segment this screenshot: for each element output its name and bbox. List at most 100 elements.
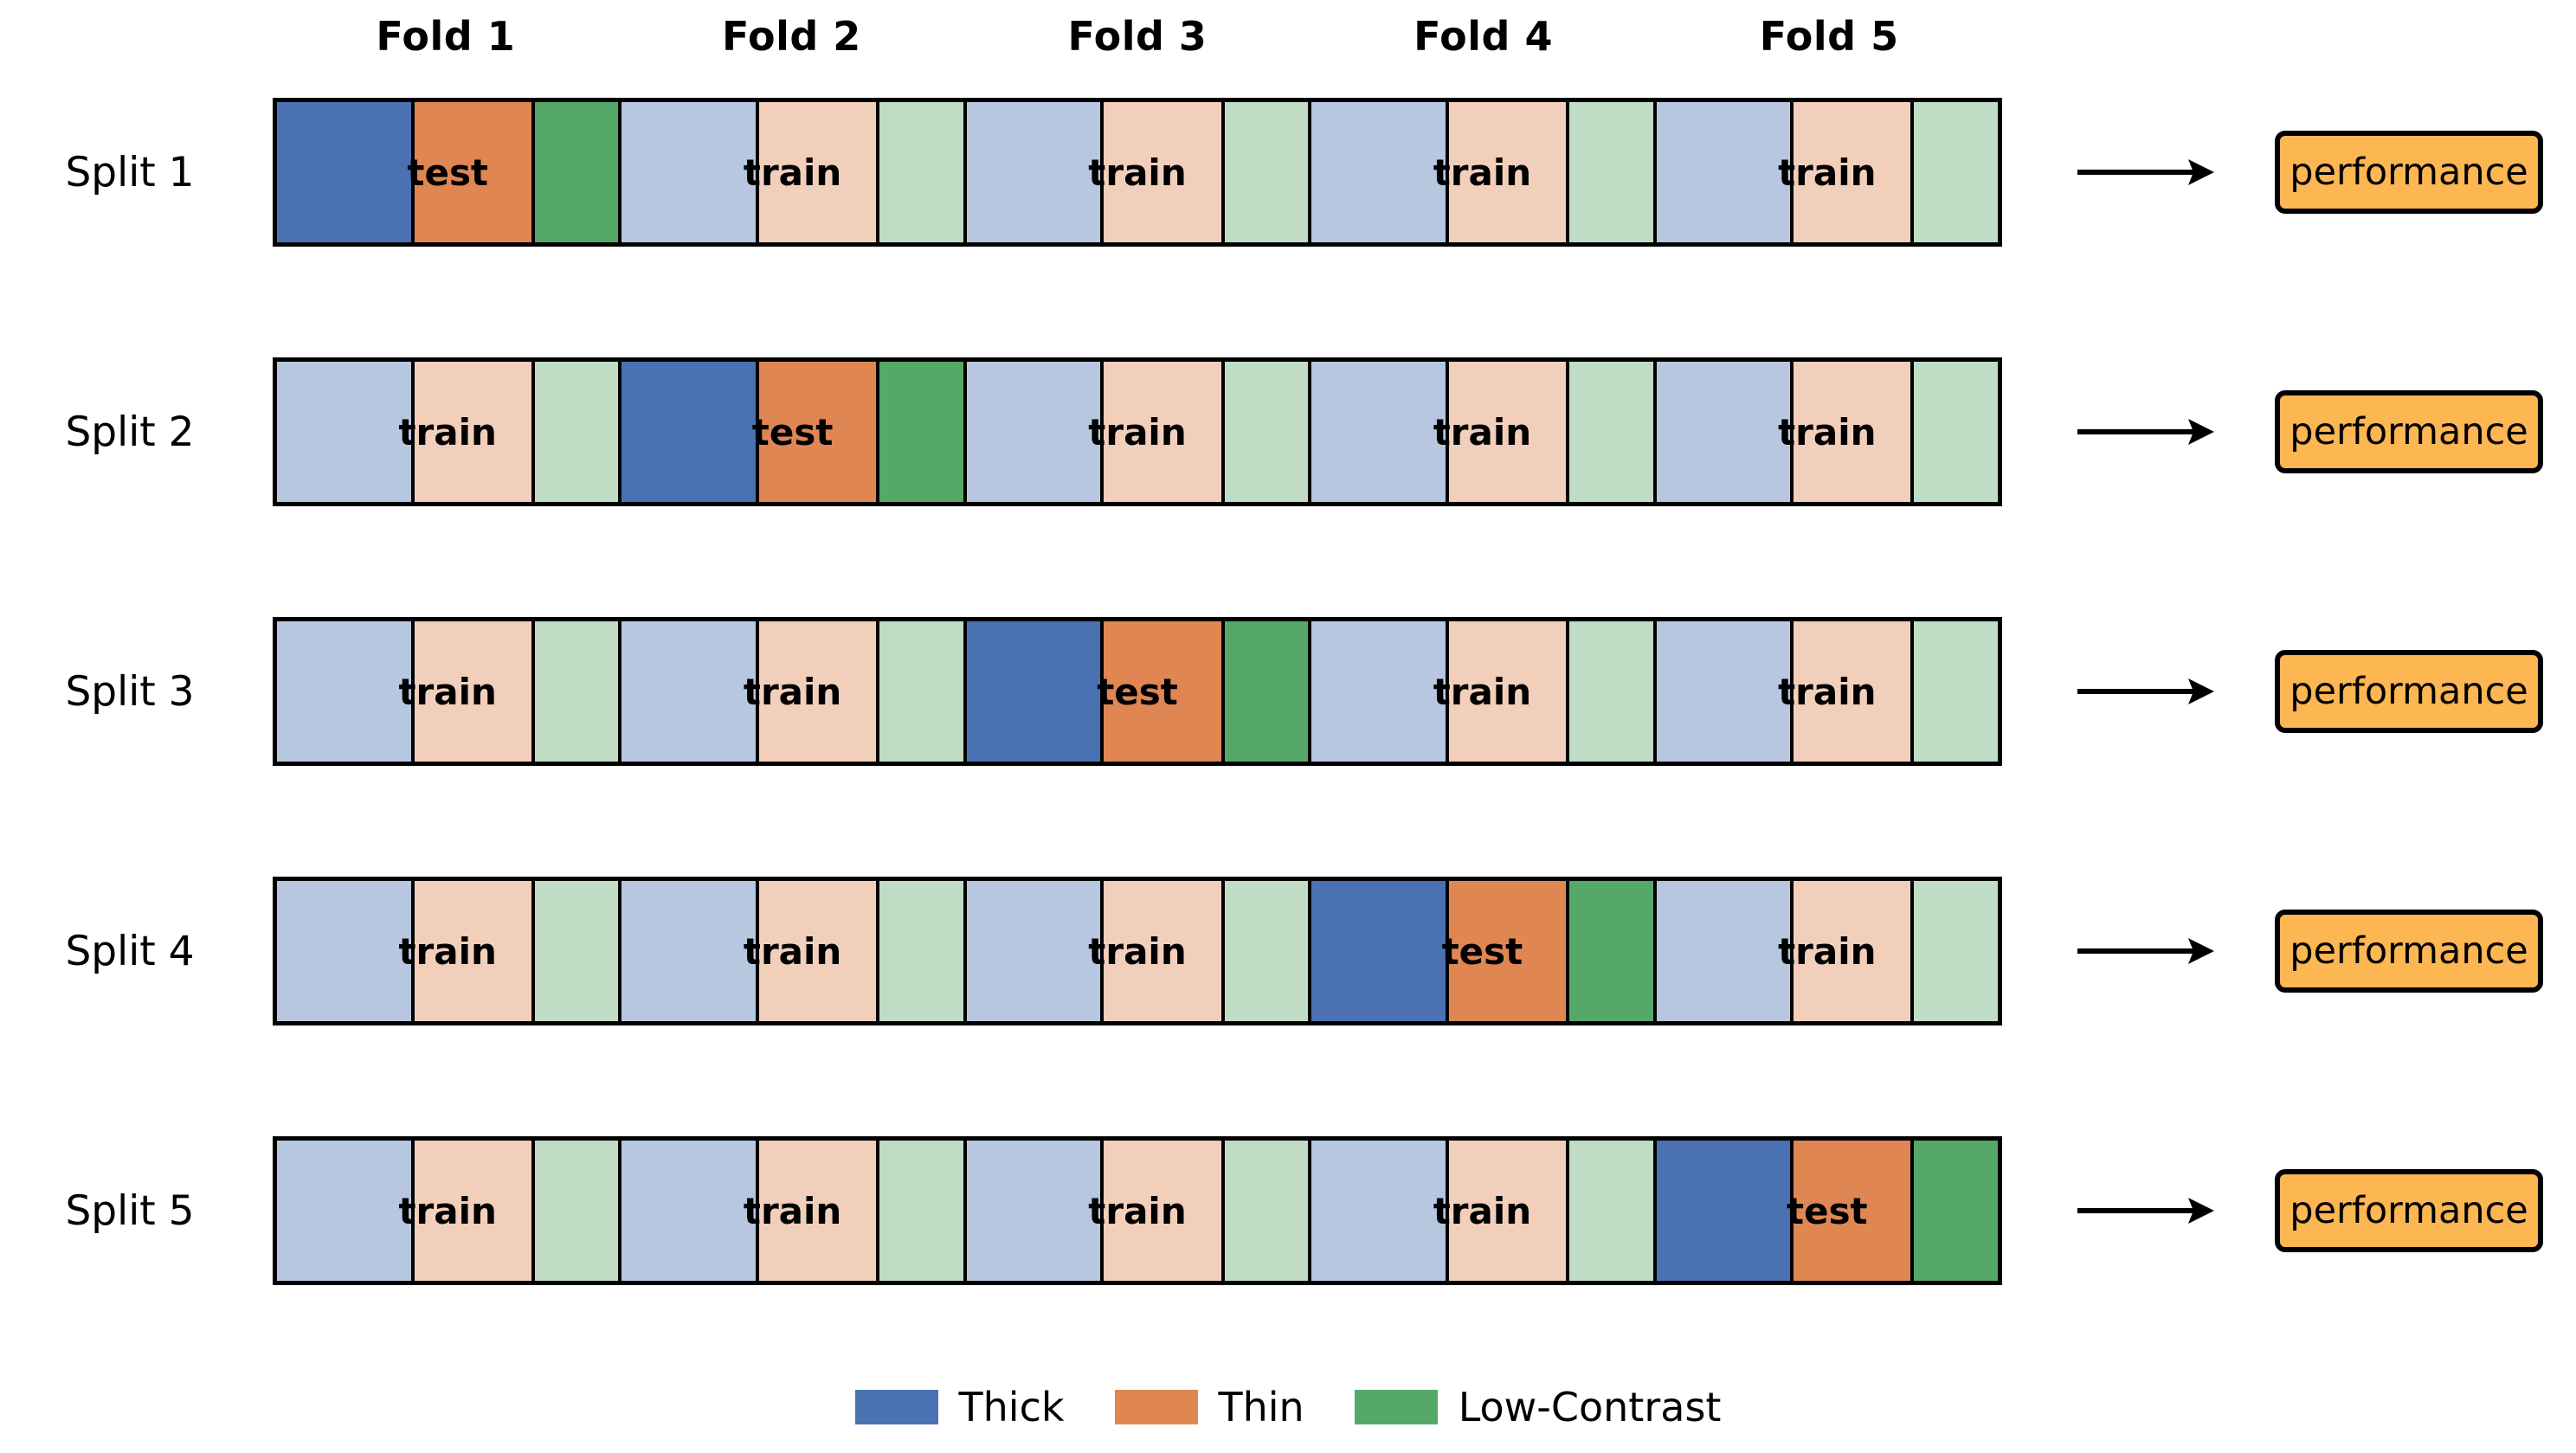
fold-cell-s4-f1[interactable]: train (277, 881, 619, 1021)
stratum-block-thin (1445, 621, 1567, 762)
fold-cell-s5-f4[interactable]: train (1308, 1141, 1653, 1281)
stratum-block-lowc (1910, 102, 1999, 242)
flow-arrow-5 (2077, 1193, 2216, 1228)
stratum-block-thick (1311, 362, 1446, 502)
stratum-block-thick (621, 362, 756, 502)
stratum-block-lowc (1220, 881, 1309, 1021)
stratum-block-thick (621, 621, 756, 762)
stratum-block-lowc (1566, 1141, 1653, 1281)
performance-box-4[interactable]: performance (2275, 910, 2543, 993)
stratum-block-lowc (1910, 1141, 1999, 1281)
stratum-block-thin (1790, 881, 1911, 1021)
fold-cell-s4-f4[interactable]: test (1308, 881, 1653, 1021)
flow-arrow-4 (2077, 934, 2216, 968)
fold-header-1: Fold 1 (376, 13, 516, 60)
stratum-block-thick (966, 102, 1101, 242)
stratum-block-lowc (876, 621, 963, 762)
stratum-block-thin (410, 362, 531, 502)
stratum-block-thin (755, 102, 877, 242)
fold-cell-s2-f5[interactable]: train (1652, 362, 1999, 502)
stratum-block-thin (1100, 1141, 1221, 1281)
fold-cell-s1-f4[interactable]: train (1308, 102, 1653, 242)
legend-label: Low-Contrast (1458, 1384, 1722, 1430)
stratum-block-lowc (1910, 621, 1999, 762)
split-label-2: Split 2 (65, 408, 195, 456)
legend-label: Thin (1218, 1384, 1304, 1430)
stratum-block-lowc (1220, 621, 1309, 762)
stratum-block-thick (621, 102, 756, 242)
stratum-block-lowc (531, 881, 619, 1021)
fold-cell-s3-f3[interactable]: test (963, 621, 1309, 762)
fold-cell-s1-f3[interactable]: train (963, 102, 1309, 242)
fold-cell-s2-f1[interactable]: train (277, 362, 619, 502)
fold-cell-s3-f2[interactable]: train (618, 621, 963, 762)
performance-box-1[interactable]: performance (2275, 131, 2543, 214)
fold-cell-s1-f5[interactable]: train (1652, 102, 1999, 242)
legend: Thick Thin Low-Contrast (0, 1381, 2576, 1433)
fold-cell-s4-f2[interactable]: train (618, 881, 963, 1021)
fold-cell-s4-f3[interactable]: train (963, 881, 1309, 1021)
stratum-block-lowc (531, 362, 619, 502)
stratum-block-thick (1656, 362, 1791, 502)
fold-cell-s1-f1[interactable]: test (277, 102, 619, 242)
stratum-block-thin (410, 621, 531, 762)
legend-swatch-icon (854, 1390, 938, 1424)
fold-cell-s2-f3[interactable]: train (963, 362, 1309, 502)
stratum-block-thin (1790, 102, 1911, 242)
stratum-block-thin (1100, 362, 1221, 502)
stratum-block-thick (277, 1141, 411, 1281)
stratum-block-lowc (1910, 362, 1999, 502)
stratum-block-thick (621, 1141, 756, 1281)
fold-cell-s3-f5[interactable]: train (1652, 621, 1999, 762)
fold-cell-s5-f5[interactable]: test (1652, 1141, 1999, 1281)
legend-item-1[interactable]: Thin (1114, 1384, 1304, 1430)
stratum-block-lowc (531, 1141, 619, 1281)
stratum-block-thin (755, 362, 877, 502)
fold-cell-s1-f2[interactable]: train (618, 102, 963, 242)
fold-header-4: Fold 4 (1414, 13, 1554, 60)
fold-cell-s2-f4[interactable]: train (1308, 362, 1653, 502)
stratum-block-thin (410, 102, 531, 242)
stratum-block-thick (1656, 621, 1791, 762)
split-label-1: Split 1 (65, 148, 195, 196)
stratum-block-thick (277, 881, 411, 1021)
legend-item-0[interactable]: Thick (854, 1384, 1065, 1430)
stratum-block-thick (1311, 1141, 1446, 1281)
fold-header-5: Fold 5 (1759, 13, 1899, 60)
split-label-4: Split 4 (65, 927, 195, 975)
performance-box-2[interactable]: performance (2275, 390, 2543, 473)
stratum-block-lowc (876, 1141, 963, 1281)
fold-cell-s5-f1[interactable]: train (277, 1141, 619, 1281)
fold-cell-s4-f5[interactable]: train (1652, 881, 1999, 1021)
fold-cell-s5-f2[interactable]: train (618, 1141, 963, 1281)
stratum-block-lowc (1566, 362, 1653, 502)
legend-item-2[interactable]: Low-Contrast (1354, 1384, 1722, 1430)
stratum-block-lowc (1220, 1141, 1309, 1281)
fold-cell-s2-f2[interactable]: test (618, 362, 963, 502)
stratum-block-lowc (1910, 881, 1999, 1021)
fold-cell-s5-f3[interactable]: train (963, 1141, 1309, 1281)
performance-box-3[interactable]: performance (2275, 650, 2543, 733)
flow-arrow-2 (2077, 415, 2216, 449)
fold-cell-s3-f4[interactable]: train (1308, 621, 1653, 762)
stratum-block-thin (755, 1141, 877, 1281)
stratum-block-thick (966, 621, 1101, 762)
stratum-block-thin (1445, 102, 1567, 242)
legend-swatch-icon (1114, 1390, 1198, 1424)
stratum-block-thin (410, 1141, 531, 1281)
stratum-block-thick (966, 881, 1101, 1021)
fold-cell-s3-f1[interactable]: train (277, 621, 619, 762)
stratum-block-thin (1445, 881, 1567, 1021)
performance-box-5[interactable]: performance (2275, 1169, 2543, 1252)
stratum-block-lowc (531, 102, 619, 242)
stratum-block-thick (277, 102, 411, 242)
stratum-block-thin (1100, 102, 1221, 242)
stratum-block-lowc (876, 102, 963, 242)
stratum-block-thick (1656, 102, 1791, 242)
